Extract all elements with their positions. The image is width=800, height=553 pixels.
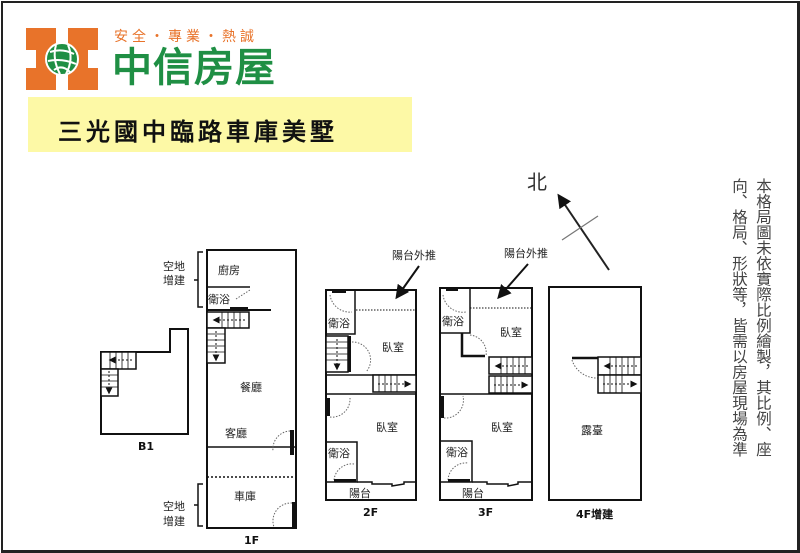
brand-name: 中信房屋 (112, 45, 276, 91)
room-bedroom-2f-bottom: 臥室 (376, 420, 398, 434)
annotation-extension: 增建 (163, 273, 185, 287)
room-dining: 餐廳 (240, 380, 262, 394)
floor-label-4f: 4F增建 (576, 507, 614, 521)
room-bedroom-3f-top: 臥室 (500, 325, 522, 339)
disclaimer-line-1: 本格局圖未依實際比例繪製，其比例、座 (754, 178, 772, 457)
floor-3f: 陽台外推 衛浴 臥室 臥室 衛浴 陽台 3F (439, 246, 548, 519)
room-garage: 車庫 (234, 489, 256, 503)
room-living: 客廳 (225, 426, 247, 440)
brand-slogan: 安全・專業・熱誠 (114, 29, 258, 45)
north-label: 北 (527, 170, 547, 194)
room-balcony-3f: 陽台 (462, 486, 484, 500)
floor-2f: 陽台外推 衛浴 臥室 臥室 衛浴 陽台 2F (325, 248, 436, 519)
floor-4f: 露臺 4F增建 (548, 286, 642, 521)
listing-title: 三光國中臨路車庫美墅 (58, 118, 338, 146)
disclaimer-line-2: 向、格局、形狀等，皆需以房屋現場為準 (730, 178, 748, 457)
floor-label-b1: B1 (138, 440, 154, 453)
annotation-extension: 增建 (163, 514, 185, 528)
room-bath-2f-top: 衛浴 (328, 317, 350, 330)
room-bath-3f-bottom: 衛浴 (446, 446, 468, 459)
brand-logo-icon (26, 28, 98, 90)
north-compass: 北 (527, 170, 610, 271)
floor-b1: B1 (100, 328, 189, 453)
floor-label-3f: 3F (478, 506, 493, 519)
floor-label-2f: 2F (363, 506, 378, 519)
room-bedroom-2f-top: 臥室 (382, 340, 404, 354)
room-bath-2f-bottom: 衛浴 (328, 447, 350, 460)
annotation-open-space: 空地 (163, 499, 185, 513)
room-bath-3f-top: 衛浴 (442, 315, 464, 328)
floor-label-1f: 1F (244, 534, 259, 547)
callout-balcony-extended-2f: 陽台外推 (392, 248, 436, 262)
room-balcony-2f: 陽台 (349, 486, 371, 500)
annotation-open-space: 空地 (163, 259, 185, 273)
room-bedroom-3f-bottom: 臥室 (491, 420, 513, 434)
listing-title-banner (28, 97, 412, 152)
callout-balcony-extended-3f: 陽台外推 (504, 246, 548, 260)
floor-1f: 空地 增建 廚房 衛浴 餐廳 客廳 車庫 空地 增建 1F (163, 249, 297, 547)
room-bath-1f: 衛浴 (208, 293, 230, 306)
room-kitchen: 廚房 (218, 263, 240, 277)
room-terrace: 露臺 (581, 423, 603, 437)
